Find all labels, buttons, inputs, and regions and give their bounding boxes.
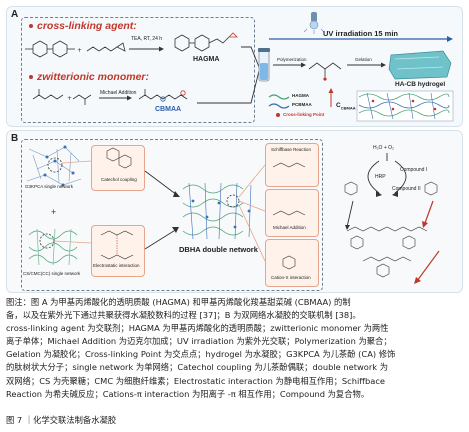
acrylate-structure — [72, 94, 92, 105]
panel-a-label: A — [11, 9, 19, 20]
cbmaa-label: CBMAA — [155, 106, 182, 113]
caption-line-3: cross-linking agent 为交联剂；HAGMA 为甲基丙烯酸化的透… — [6, 323, 389, 334]
compound-i-label: Compound I — [400, 167, 428, 173]
hrp-cycle — [367, 153, 407, 194]
reaction-condition: TEA, RT, 24 h — [131, 36, 163, 42]
catechol-structure — [106, 147, 132, 169]
legend-pcbmaa-swatch — [268, 103, 290, 109]
zoom-circle-2 — [39, 233, 55, 249]
polymer-chain-structure — [308, 62, 342, 81]
michael-box — [265, 189, 319, 237]
zoom-circle-1 — [47, 157, 63, 173]
legend-crosslink: Cross-linking Point — [283, 112, 325, 117]
michael-structure — [272, 210, 306, 216]
network-thumbnail — [356, 90, 454, 122]
vial-icon — [258, 48, 270, 82]
cation-pi-structure — [282, 255, 296, 270]
hydrogel-label: HA-CB hydrogel — [395, 81, 446, 88]
plus-sign: + — [51, 207, 56, 217]
svg-text:+: + — [67, 95, 72, 102]
schiff-structure — [272, 162, 306, 168]
reaction-box — [21, 17, 255, 123]
compound-ii-label: Compound II — [392, 186, 421, 192]
g3kpca-label: G3KPCA single network — [25, 184, 74, 189]
figure-title: 图 7 ｜化学交联法制备水凝胶 — [6, 415, 117, 425]
caption-line-2: 备，以及在紫外光下通过共聚获得水凝胶数科的过程 [37]；B 为双网络水凝胶的交… — [6, 310, 361, 321]
uv-lamp-icon — [303, 12, 325, 34]
caption-line-5: Gelation 为凝胶化；Cross-linking Point 为交点点；h… — [6, 349, 396, 360]
polymerization-label: Polymerization — [277, 57, 307, 62]
uv-irradiation-label: UV irradiation 15 min — [323, 29, 399, 38]
catechol-label: Catechol coupling — [101, 177, 137, 182]
electrostatic-structure — [100, 230, 134, 260]
panel-a: A cross-linking agent: zwitterionic mono… — [6, 6, 463, 127]
cross-linking-agent-title: cross-linking agent: — [37, 20, 137, 32]
panel-b: B + — [6, 130, 463, 293]
hagma-label: HAGMA — [193, 56, 220, 63]
legend-pcbmaa: PCBMAA — [292, 102, 312, 107]
cscmc-label: CS/CMC(CC) single network — [23, 271, 81, 276]
zoom-circle-3 — [226, 194, 240, 208]
legend-crosslink-swatch — [276, 113, 280, 117]
network-box — [21, 139, 323, 291]
electrostatic-label: Electrostatic interaction — [93, 263, 140, 268]
acrylamide-structure — [32, 89, 64, 100]
caption-line-1: 图注：图 A 为甲基丙烯酸化的透明质酸 (HAGMA) 和甲基丙烯酸化羧基甜菜碱… — [6, 297, 351, 307]
catechol-coupling-box — [91, 145, 145, 191]
caption-line-6: 的肽树状大分子；single network 为单网络；Catechol cou… — [6, 362, 389, 373]
panel-b-drawing: + — [26, 145, 440, 284]
ha-molecule-structure — [25, 40, 75, 58]
hrp-label: HRP — [375, 174, 386, 180]
dopamine-structure — [344, 181, 438, 278]
figure-caption: 图注：图 A 为甲基丙烯酸化的透明质酸 (HAGMA) 和甲基丙烯酸化羧基甜菜碱… — [6, 296, 463, 401]
cation-pi-label: Cation-π interaction — [271, 275, 311, 280]
schiff-label: Schiffbase Reaction — [271, 147, 311, 152]
cation-pi-box — [265, 239, 319, 287]
hagma-structure — [174, 32, 238, 52]
electrostatic-box — [91, 225, 145, 277]
cscmc-network — [28, 228, 78, 266]
schiff-box — [265, 143, 319, 187]
c-cbmaa-subscript: CBMAA — [340, 105, 356, 111]
dbha-label: DBHA double network — [179, 245, 258, 254]
dbha-network — [182, 182, 252, 240]
c-cbmaa-letter: C — [336, 102, 341, 109]
michael-addition-b-label: Michael Addition — [273, 225, 306, 230]
c-cbmaa-label: CCBMAA — [336, 102, 356, 110]
hydrogel-icon — [388, 50, 452, 80]
caption-line-4: 离子单体；Michael Addition 为迈克尔加成；UV irradiat… — [6, 336, 392, 347]
michael-addition-label: Michael Addition — [100, 90, 137, 96]
svg-text:+: + — [77, 47, 82, 54]
caption-line-7: 双网络；CS 为壳聚糖；CMC 为细胞纤维素；Electrostatic int… — [6, 375, 386, 386]
legend-hagma-swatch — [268, 94, 290, 100]
gma-molecule-structure — [86, 42, 126, 52]
cbmaa-structure — [138, 89, 188, 102]
panel-b-label: B — [11, 133, 19, 144]
g3kpca-network — [26, 146, 82, 186]
gelation-label: Gelation — [355, 57, 372, 62]
caption-line-8: Reaction 为希夫碱反应；Cations-π interaction 为阳… — [6, 388, 370, 399]
zwitterionic-monomer-title: zwitterionic monomer: — [37, 71, 150, 83]
panel-a-drawing: + + — [25, 12, 454, 122]
figure-7: A cross-linking agent: zwitterionic mono… — [6, 6, 463, 293]
legend-hagma: HAGMA — [292, 93, 309, 98]
h2o-o2-label: H₂O + O₂ — [373, 145, 394, 151]
